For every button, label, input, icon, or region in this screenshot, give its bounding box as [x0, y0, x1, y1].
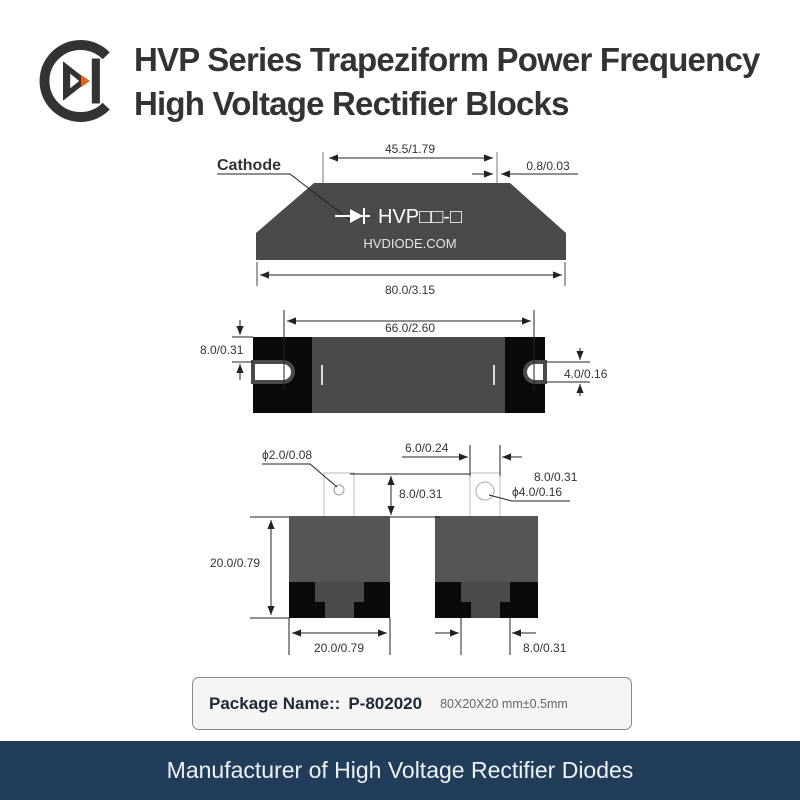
- hvdiode-logo-icon: [39, 40, 110, 122]
- package-label: Package Name::: [209, 693, 341, 713]
- dim-slot: 4.0/0.16: [564, 367, 608, 381]
- rectifier-body-front: [256, 183, 566, 260]
- marking-part: HVP□□-□: [378, 206, 462, 228]
- title-line-1: HVP Series Trapeziform Power Frequency: [134, 41, 760, 78]
- package-size: 80X20X20 mm±0.5mm: [440, 696, 568, 711]
- package-info-box: Package Name:: P-802020 80X20X20 mm±0.5m…: [192, 677, 632, 730]
- footer-text: Manufacturer of High Voltage Rectifier D…: [166, 757, 634, 783]
- dim-hole-large: ϕ4.0/0.16: [512, 485, 562, 499]
- side-view: 8.0/0.31 ϕ2.0/0.08 6.0/0.24 8.0/0.31 ϕ4.…: [210, 441, 578, 655]
- dim-height: 20.0/0.79: [210, 556, 260, 570]
- dim-width: 20.0/0.79: [314, 641, 364, 655]
- cathode-label: Cathode: [217, 157, 281, 174]
- front-view: 45.5/1.79 0.8/0.03 80.0/3.15 Cathode HVP…: [217, 142, 578, 297]
- dim-offset: 6.0/0.24: [405, 441, 449, 455]
- page-title: HVP Series Trapeziform Power Frequency H…: [134, 38, 760, 126]
- dim-tab-height: 8.0/0.31: [200, 343, 244, 357]
- footer-banner: Manufacturer of High Voltage Rectifier D…: [0, 741, 800, 800]
- dim-bottom: 80.0/3.15: [385, 283, 435, 297]
- dim-lead: 0.8/0.03: [526, 159, 570, 173]
- dim-top: 45.5/1.79: [385, 142, 435, 156]
- title-line-2: High Voltage Rectifier Blocks: [134, 85, 569, 122]
- diode-symbol-icon: [335, 208, 370, 224]
- marking-site: HVDIODE.COM: [363, 236, 456, 251]
- dim-stem: 8.0/0.31: [523, 641, 567, 655]
- dim-tab-height: 8.0/0.31: [399, 487, 443, 501]
- dim-span: 66.0/2.60: [385, 321, 435, 335]
- package-code: P-802020: [348, 693, 423, 713]
- dim-tab-width: 8.0/0.31: [534, 470, 578, 484]
- top-view: 66.0/2.60 8.0/0.31 4.0/0.16: [200, 310, 608, 413]
- dim-hole-small: ϕ2.0/0.08: [262, 448, 312, 462]
